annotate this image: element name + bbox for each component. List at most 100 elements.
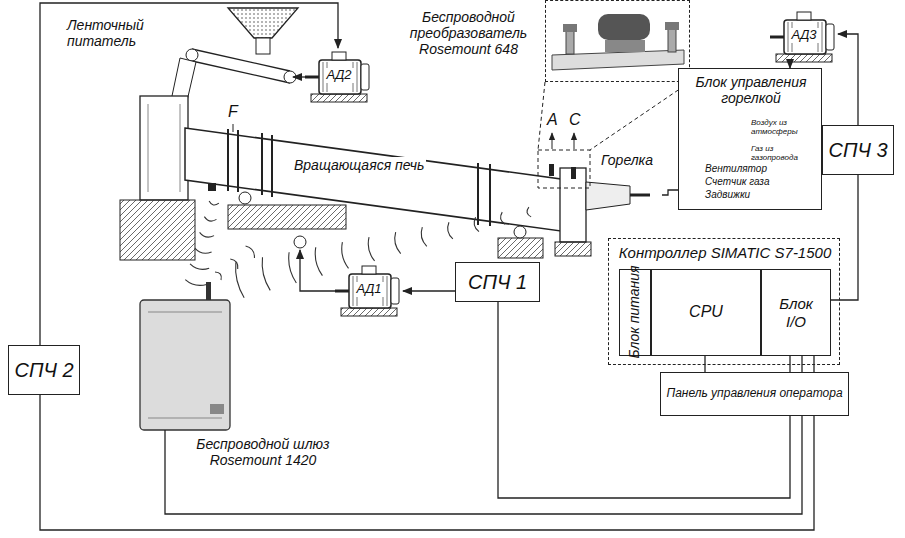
node-text: СПЧ 2 [14, 359, 73, 382]
gateway-device [210, 404, 224, 414]
node-text: Беспроводной шлюз Rosemount 1420 [188, 436, 338, 468]
radio-waves [368, 237, 374, 261]
kiln-structure [148, 104, 180, 192]
radio-waves [215, 272, 221, 280]
node-text: Контроллер SIMATIC S7-1500 [609, 244, 841, 261]
node-text: Панель управления оператора [666, 387, 842, 401]
node-text: СПЧ 3 [828, 139, 887, 162]
kiln-structure [228, 205, 346, 229]
connector [662, 190, 678, 195]
motor: АД1 [335, 262, 403, 317]
radio-waves [342, 242, 349, 268]
node-text: АД2 [324, 68, 353, 83]
node-text: СПЧ 1 [468, 271, 527, 294]
kiln-structure [514, 226, 526, 238]
radio-waves [262, 257, 270, 290]
transmitter-inset [598, 14, 650, 40]
node-text: CPU [689, 303, 723, 321]
connector [293, 76, 305, 77]
radio-waves [527, 207, 531, 217]
node-text: Вентилятор [705, 163, 817, 175]
kiln-structure [552, 133, 553, 149]
radio-waves [421, 227, 427, 246]
radio-waves [190, 264, 209, 269]
node-text: Блок питания [627, 266, 643, 359]
feeder [256, 38, 270, 54]
radio-waves [448, 222, 453, 239]
kiln-structure [120, 200, 195, 260]
motor: АД2 [305, 48, 373, 103]
motor: АД3 [770, 8, 838, 63]
feeder [192, 49, 290, 71]
kiln-structure [233, 124, 234, 132]
node-text: АД3 [789, 28, 818, 43]
gateway-device [148, 312, 222, 418]
motor [305, 52, 369, 102]
io-block: Блок I/O [761, 269, 831, 356]
radio-waves [200, 232, 214, 237]
transmitter-inset [566, 30, 574, 54]
transmitter-inset [605, 40, 645, 52]
callout-letter: F [228, 104, 238, 120]
node-text: Задвижки [705, 189, 817, 201]
frequency-converter: СПЧ 1 [455, 262, 540, 302]
radio-waves [236, 262, 245, 297]
transmitter-inset [552, 14, 684, 70]
kiln-structure [571, 167, 576, 179]
kiln-structure [590, 82, 690, 150]
radio-waves [395, 232, 401, 253]
kiln-structure [185, 128, 568, 232]
radio-waves [246, 246, 255, 258]
node-text: Газ из газопровода [751, 144, 819, 162]
callout-letter: A [547, 112, 558, 128]
transmitter-inset [668, 28, 676, 52]
kiln-structure [574, 133, 575, 149]
callout-letter: C [569, 112, 581, 128]
gateway-device [140, 300, 230, 430]
motor [335, 266, 399, 316]
radio-waves [209, 201, 219, 205]
radio-waves [289, 252, 297, 283]
node-text: Блок управления горелкой [683, 74, 819, 106]
motor [770, 12, 834, 62]
kiln-structure [239, 192, 251, 204]
cpu-block: CPU [651, 269, 761, 356]
kiln-structure [120, 82, 690, 260]
connector [838, 34, 858, 125]
power-block: Блок питания [619, 269, 651, 356]
kiln-structure [498, 238, 543, 258]
frequency-converter: СПЧ 3 [822, 125, 894, 175]
radio-waves [501, 212, 506, 224]
node-text: Воздух из атмосферы [751, 118, 819, 136]
radio-waves [185, 201, 531, 298]
node-text: Горелка [592, 152, 662, 168]
feeder [192, 61, 290, 83]
controller: Контроллер SIMATIC S7-1500Блок питания CP… [608, 238, 840, 365]
feeder [228, 8, 298, 38]
connector [300, 250, 335, 291]
node-text: АД1 [354, 282, 383, 297]
node-text: Блок I/O [774, 295, 818, 330]
kiln-structure [140, 96, 188, 200]
belt-feeder: Ленточный питатель [185, 5, 293, 100]
gateway-device [140, 282, 230, 430]
node-text: Счетчик газа [705, 176, 817, 188]
transmitter-inset: Беспроводной преобразователь Rosemount 6… [545, 0, 690, 82]
kiln-structure [560, 168, 586, 242]
node-text: Ленточный питатель [67, 17, 177, 49]
radio-waves [195, 248, 212, 253]
feeder [186, 49, 198, 61]
transmitter-inset [665, 22, 679, 30]
wireless-gateway: Беспроводной шлюз Rosemount 1420 [140, 300, 230, 430]
transmitter-inset [563, 24, 577, 32]
kiln-structure [549, 164, 554, 176]
kiln-structure [630, 194, 650, 197]
connector [403, 290, 455, 291]
frequency-converter: СПЧ 2 [8, 345, 80, 395]
radio-waves [185, 280, 206, 286]
kiln-structure [294, 236, 306, 248]
connector [40, 3, 338, 345]
burner-control-box: Блок управления горелкойВоздух из атмосф… [678, 68, 822, 210]
burner: Горелка [592, 150, 662, 218]
